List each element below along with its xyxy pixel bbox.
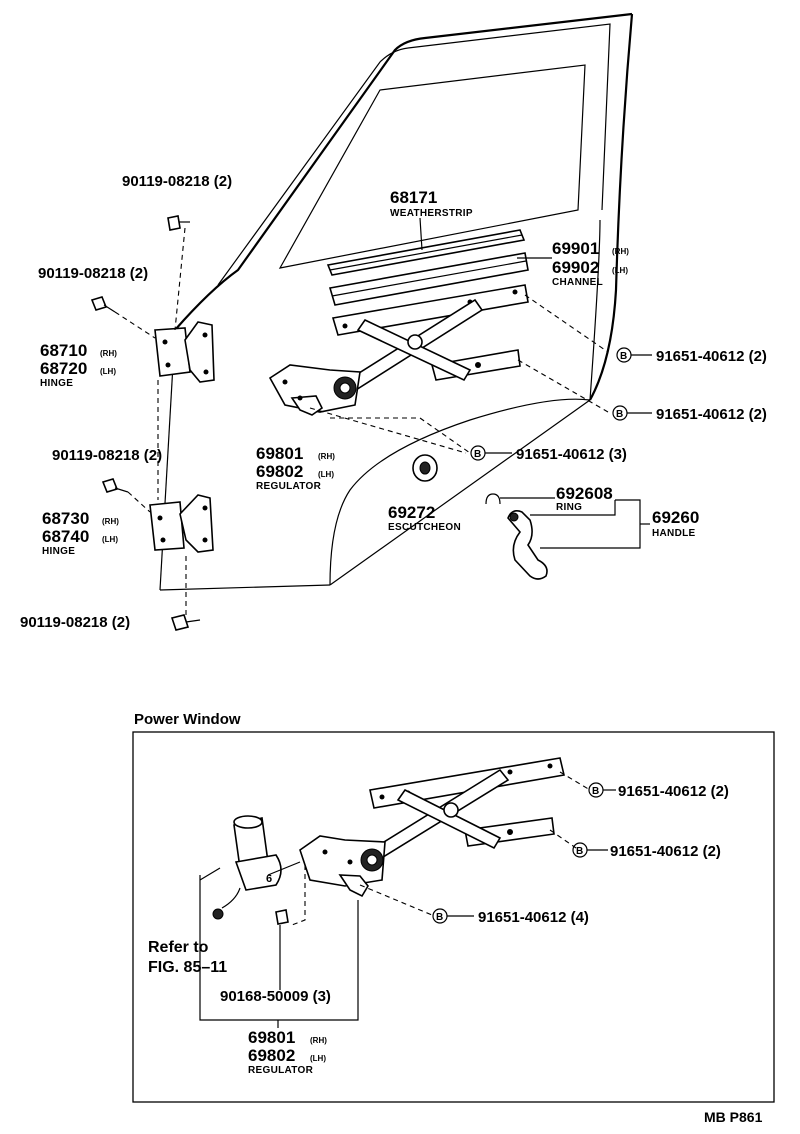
svg-text:(LH): (LH) [318, 470, 334, 479]
svg-text:91651-40612 (2): 91651-40612 (2) [610, 843, 721, 860]
svg-text:ESCUTCHEON: ESCUTCHEON [388, 522, 461, 533]
svg-text:B: B [592, 786, 599, 797]
svg-text:(RH): (RH) [102, 517, 119, 526]
upper-hinge-part [154, 321, 215, 383]
svg-text:90168-50009 (3): 90168-50009 (3) [220, 988, 331, 1005]
svg-text:RING: RING [556, 502, 582, 513]
svg-text:90119-08218 (2): 90119-08218 (2) [38, 265, 148, 282]
power-window-leaders [199, 771, 591, 1028]
svg-text:(RH): (RH) [318, 452, 335, 461]
label-pw-bolt-3: B 91651-40612 (4) [432, 908, 589, 926]
svg-text:HANDLE: HANDLE [652, 528, 695, 539]
label-weatherstrip: 68171 WEATHERSTRIP [390, 188, 473, 251]
handle-part [485, 493, 548, 580]
svg-text:(RH): (RH) [100, 349, 117, 358]
svg-text:B: B [474, 449, 481, 460]
hinge-bolts [90, 215, 201, 631]
svg-text:91651-40612 (2): 91651-40612 (2) [656, 348, 767, 365]
label-upper-hinge: 68710 (RH) 68720 (LH) HINGE [40, 341, 117, 389]
window-regulator [268, 284, 529, 416]
label-escutcheon: 69272 ESCUTCHEON [388, 503, 461, 533]
svg-text:B: B [616, 409, 623, 420]
svg-text:91651-40612 (2): 91651-40612 (2) [656, 406, 767, 423]
svg-text:(LH): (LH) [612, 266, 628, 275]
label-lower-hinge: 68730 (RH) 68740 (LH) HINGE [42, 509, 119, 557]
svg-text:69802: 69802 [256, 462, 303, 481]
svg-text:69272: 69272 [388, 503, 435, 522]
power-window-regulator [299, 757, 565, 898]
label-pw-refer: Refer to FIG. 85–11 [148, 939, 227, 976]
svg-text:B: B [620, 351, 627, 362]
svg-text:Refer to: Refer to [148, 939, 209, 956]
label-pw-bolt-2: B 91651-40612 (2) [572, 842, 721, 860]
svg-text:91651-40612 (3): 91651-40612 (3) [516, 446, 627, 463]
svg-text:69260: 69260 [652, 508, 699, 527]
svg-text:HINGE: HINGE [40, 378, 73, 389]
label-bolt-top: 90119-08218 (2) [122, 173, 232, 190]
svg-text:(LH): (LH) [310, 1054, 326, 1063]
label-pw-bolt-1: B 91651-40612 (2) [588, 782, 729, 800]
label-bolt-left-lower: 90119-08218 (2) [52, 447, 162, 464]
power-window-frame [132, 731, 775, 1103]
svg-text:68710: 68710 [40, 341, 87, 360]
svg-text:90119-08218 (2): 90119-08218 (2) [122, 173, 232, 190]
svg-text:692608: 692608 [556, 484, 613, 503]
power-window-motor: 6 [212, 815, 301, 920]
svg-text:B: B [436, 912, 443, 923]
svg-text:REGULATOR: REGULATOR [256, 481, 322, 492]
label-pw-screw: 90168-50009 (3) [220, 988, 331, 1005]
label-ring: 692608 RING [500, 484, 613, 513]
svg-text:69901: 69901 [552, 239, 599, 258]
label-channel: 69901 (RH) 69902 (LH) CHANNEL [517, 239, 629, 288]
label-bolt-b1: B 91651-40612 (2) [616, 347, 767, 365]
label-bolt-b2: B 91651-40612 (2) [612, 405, 767, 423]
svg-text:69801: 69801 [248, 1028, 295, 1047]
svg-text:90119-08218 (2): 90119-08218 (2) [52, 447, 162, 464]
svg-text:69902: 69902 [552, 258, 599, 277]
weatherstrip-part [326, 229, 526, 276]
svg-text:6: 6 [266, 873, 272, 885]
svg-text:WEATHERSTRIP: WEATHERSTRIP [390, 208, 473, 219]
channel-part [328, 252, 529, 306]
svg-text:91651-40612 (4): 91651-40612 (4) [478, 909, 589, 926]
lower-hinge-part [149, 494, 214, 553]
escutcheon-part [412, 454, 438, 482]
label-bolt-b3: B 91651-40612 (3) [470, 445, 627, 463]
label-bolt-bottom: 90119-08218 (2) [20, 614, 130, 631]
power-window-title: Power Window [134, 711, 241, 728]
svg-text:(LH): (LH) [102, 535, 118, 544]
svg-text:68720: 68720 [40, 359, 87, 378]
svg-text:90119-08218 (2): 90119-08218 (2) [20, 614, 130, 631]
label-handle: 69260 HANDLE [530, 499, 699, 549]
svg-text:69802: 69802 [248, 1046, 295, 1065]
svg-text:REGULATOR: REGULATOR [248, 1065, 314, 1076]
svg-text:68730: 68730 [42, 509, 89, 528]
svg-text:(RH): (RH) [612, 247, 629, 256]
svg-text:FIG. 85–11: FIG. 85–11 [148, 959, 227, 976]
regulator-bolt-leaders [309, 294, 609, 454]
svg-text:91651-40612 (2): 91651-40612 (2) [618, 783, 729, 800]
door-frame [159, 12, 634, 591]
svg-text:B: B [576, 846, 583, 857]
svg-text:68171: 68171 [390, 188, 437, 207]
svg-text:(LH): (LH) [100, 367, 116, 376]
figure-code: MB P861 [704, 1109, 763, 1125]
svg-text:(RH): (RH) [310, 1036, 327, 1045]
svg-text:69801: 69801 [256, 444, 303, 463]
svg-text:68740: 68740 [42, 527, 89, 546]
label-bolt-left-upper: 90119-08218 (2) [38, 265, 148, 282]
svg-text:CHANNEL: CHANNEL [552, 277, 603, 288]
label-regulator: 69801 (RH) 69802 (LH) REGULATOR [256, 444, 335, 492]
svg-text:HINGE: HINGE [42, 546, 75, 557]
label-pw-regulator: 69801 (RH) 69802 (LH) REGULATOR [248, 1028, 327, 1076]
